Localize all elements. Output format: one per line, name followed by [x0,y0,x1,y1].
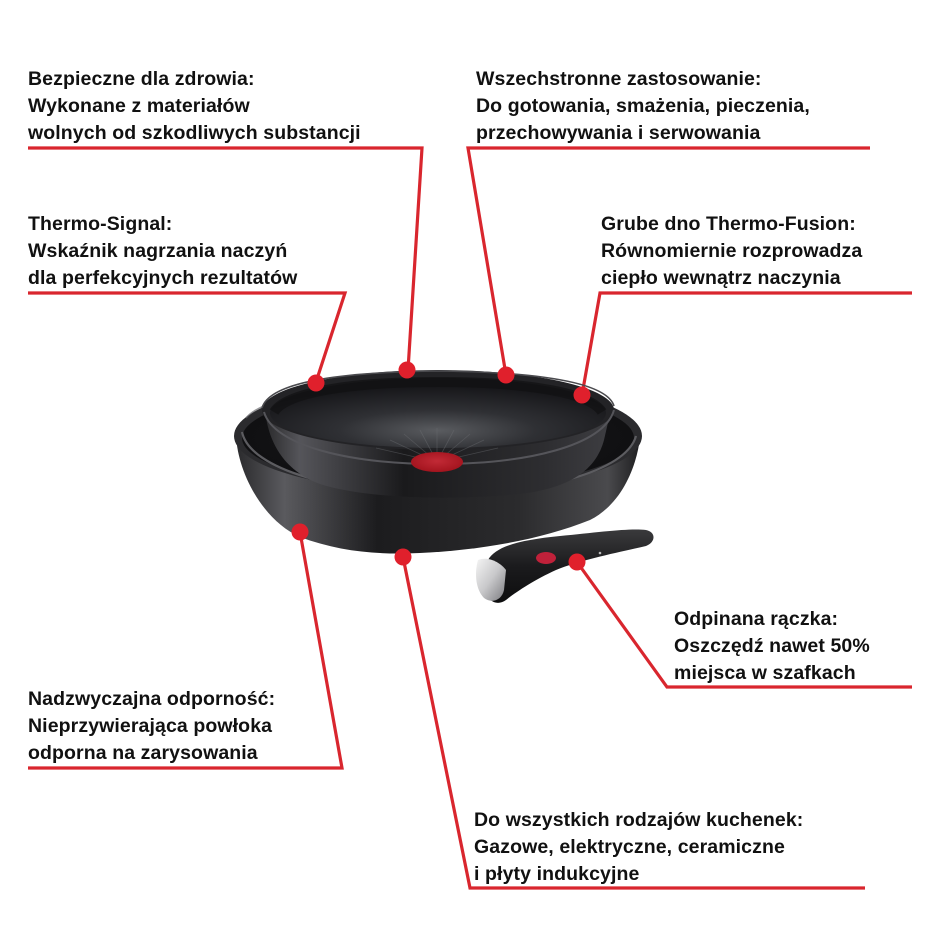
dot-handle [568,553,586,571]
thermo-signal-indicator [411,452,463,472]
callout-line: Gazowe, elektryczne, ceramiczne [474,836,785,858]
callout-line: Wykonane z materiałów [28,95,250,117]
dot-hobs [394,548,412,566]
callout-hobs: Do wszystkich rodzajów kuchenek: Gazowe,… [474,807,803,888]
detachable-handle [476,529,654,603]
dot-resistance [291,523,309,541]
callout-dots [291,361,591,571]
callout-title: Nadzwyczajna odporność: [28,688,276,710]
callout-line: Do gotowania, smażenia, pieczenia, [476,95,810,117]
callout-title: Wszechstronne zastosowanie: [476,68,762,90]
callout-line: Nieprzywierająca powłoka [28,715,273,737]
callout-line: odporna na zarysowania [28,742,258,764]
callout-title: Odpinana rączka: [674,608,839,630]
leader-lines [28,146,912,890]
dot-health [398,361,416,379]
callout-resistance: Nadzwyczajna odporność: Nieprzywierająca… [28,686,275,767]
callout-versatile: Wszechstronne zastosowanie: Do gotowania… [476,66,810,147]
leader-health [28,146,424,371]
callout-line: ciepło wewnątrz naczynia [601,267,841,289]
leader-thermo-fusion [580,291,912,396]
callout-line: miejsca w szafkach [674,662,856,684]
leader-handle [575,561,912,689]
callout-title: Thermo-Signal: [28,213,173,235]
callout-line: dla perfekcyjnych rezultatów [28,267,298,289]
callout-health: Bezpieczne dla zdrowia: Wykonane z mater… [28,66,361,147]
leader-hobs [401,556,865,890]
callout-thermo-fusion: Grube dno Thermo-Fusion: Równomiernie ro… [601,211,862,292]
callout-line: i płyty indukcyjne [474,863,640,885]
leader-thermo-signal [28,291,348,383]
callout-title: Grube dno Thermo-Fusion: [601,213,856,235]
callout-line: Równomiernie rozprowadza [601,240,863,262]
dot-thermo-fusion [573,386,591,404]
small-frying-pan [261,370,615,498]
callout-title: Bezpieczne dla zdrowia: [28,68,255,90]
leader-resistance [28,531,344,770]
dot-versatile [497,366,515,384]
handle-release-button-icon [536,552,556,564]
callout-thermo-signal: Thermo-Signal: Wskaźnik nagrzania naczyń… [28,211,297,292]
callout-line: przechowywania i serwowania [476,122,761,144]
callout-line: wolnych od szkodliwych substancji [28,122,361,144]
callout-title: Do wszystkich rodzajów kuchenek: [474,809,804,831]
callout-line: Oszczędź nawet 50% [674,635,870,657]
callout-line: Wskaźnik nagrzania naczyń [28,240,288,262]
callout-handle: Odpinana rączka: Oszczędź nawet 50% miej… [674,606,870,687]
dot-thermo-signal [307,374,325,392]
leader-versatile [466,146,870,376]
